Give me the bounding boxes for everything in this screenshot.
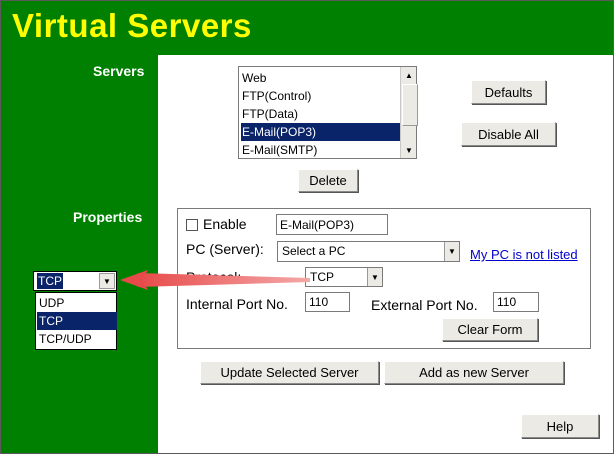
protocol-dropdown-list[interactable]: UDP TCP TCP/UDP — [35, 292, 117, 350]
protocol-dropdown-current: TCP — [37, 273, 63, 289]
add-as-new-server-button[interactable]: Add as new Server — [384, 361, 564, 384]
protocol-select[interactable]: TCP ▼ — [305, 267, 383, 287]
protocol-option-udp[interactable]: UDP — [39, 296, 65, 310]
server-list-item-ftp-control[interactable]: FTP(Control) — [242, 89, 312, 103]
servers-scrollbar[interactable]: ▲ ▼ — [400, 67, 418, 158]
server-list-item-email-smtp[interactable]: E-Mail(SMTP) — [242, 143, 318, 157]
external-port-input[interactable]: 110 — [493, 292, 539, 312]
delete-button[interactable]: Delete — [298, 169, 358, 192]
update-selected-server-button[interactable]: Update Selected Server — [200, 361, 379, 384]
my-pc-not-listed-link[interactable]: My PC is not listed — [470, 247, 578, 262]
internal-port-label: Internal Port No. — [186, 296, 288, 312]
enable-label: Enable — [203, 216, 247, 232]
header-bar — [1, 1, 613, 55]
help-button[interactable]: Help — [521, 414, 599, 438]
disable-all-button[interactable]: Disable All — [461, 122, 556, 146]
protocol-dropdown-closed[interactable]: TCP ▼ — [33, 271, 117, 291]
protocol-select-value: TCP — [310, 270, 334, 284]
pc-server-select[interactable]: Select a PC ▼ — [277, 241, 460, 262]
server-list-item-ftp-data[interactable]: FTP(Data) — [242, 107, 299, 121]
external-port-label: External Port No. — [371, 297, 478, 313]
enable-checkbox[interactable] — [186, 219, 198, 231]
properties-section-label: Properties — [73, 209, 143, 225]
chevron-down-icon[interactable]: ▼ — [99, 273, 115, 289]
chevron-down-icon[interactable]: ▼ — [444, 242, 459, 261]
scroll-down-arrow-icon[interactable]: ▼ — [405, 145, 413, 155]
clear-form-button[interactable]: Clear Form — [442, 318, 538, 341]
scroll-thumb[interactable] — [402, 84, 418, 126]
pc-server-label: PC (Server): — [186, 241, 264, 257]
protocol-option-tcp[interactable]: TCP — [37, 312, 117, 330]
scroll-up-arrow-icon[interactable]: ▲ — [405, 70, 413, 80]
page-title: Virtual Servers — [12, 7, 252, 44]
servers-listbox[interactable]: Web FTP(Control) FTP(Data) E-Mail(POP3) … — [238, 66, 418, 159]
protocol-option-tcp-udp[interactable]: TCP/UDP — [39, 332, 92, 346]
sidebar — [1, 55, 158, 453]
server-list-item-web[interactable]: Web — [242, 71, 267, 85]
protocol-dropdown-callout[interactable]: TCP ▼ UDP TCP TCP/UDP — [33, 271, 117, 350]
server-name-input[interactable]: E-Mail(POP3) — [276, 214, 388, 235]
defaults-button[interactable]: Defaults — [471, 80, 546, 104]
pc-server-select-value: Select a PC — [282, 244, 346, 258]
servers-section-label: Servers — [93, 63, 145, 79]
internal-port-input[interactable]: 110 — [305, 292, 350, 312]
chevron-down-icon[interactable]: ▼ — [367, 268, 382, 286]
callout-arrow-icon — [120, 270, 310, 290]
server-list-item-email-pop3[interactable]: E-Mail(POP3) — [241, 123, 400, 141]
